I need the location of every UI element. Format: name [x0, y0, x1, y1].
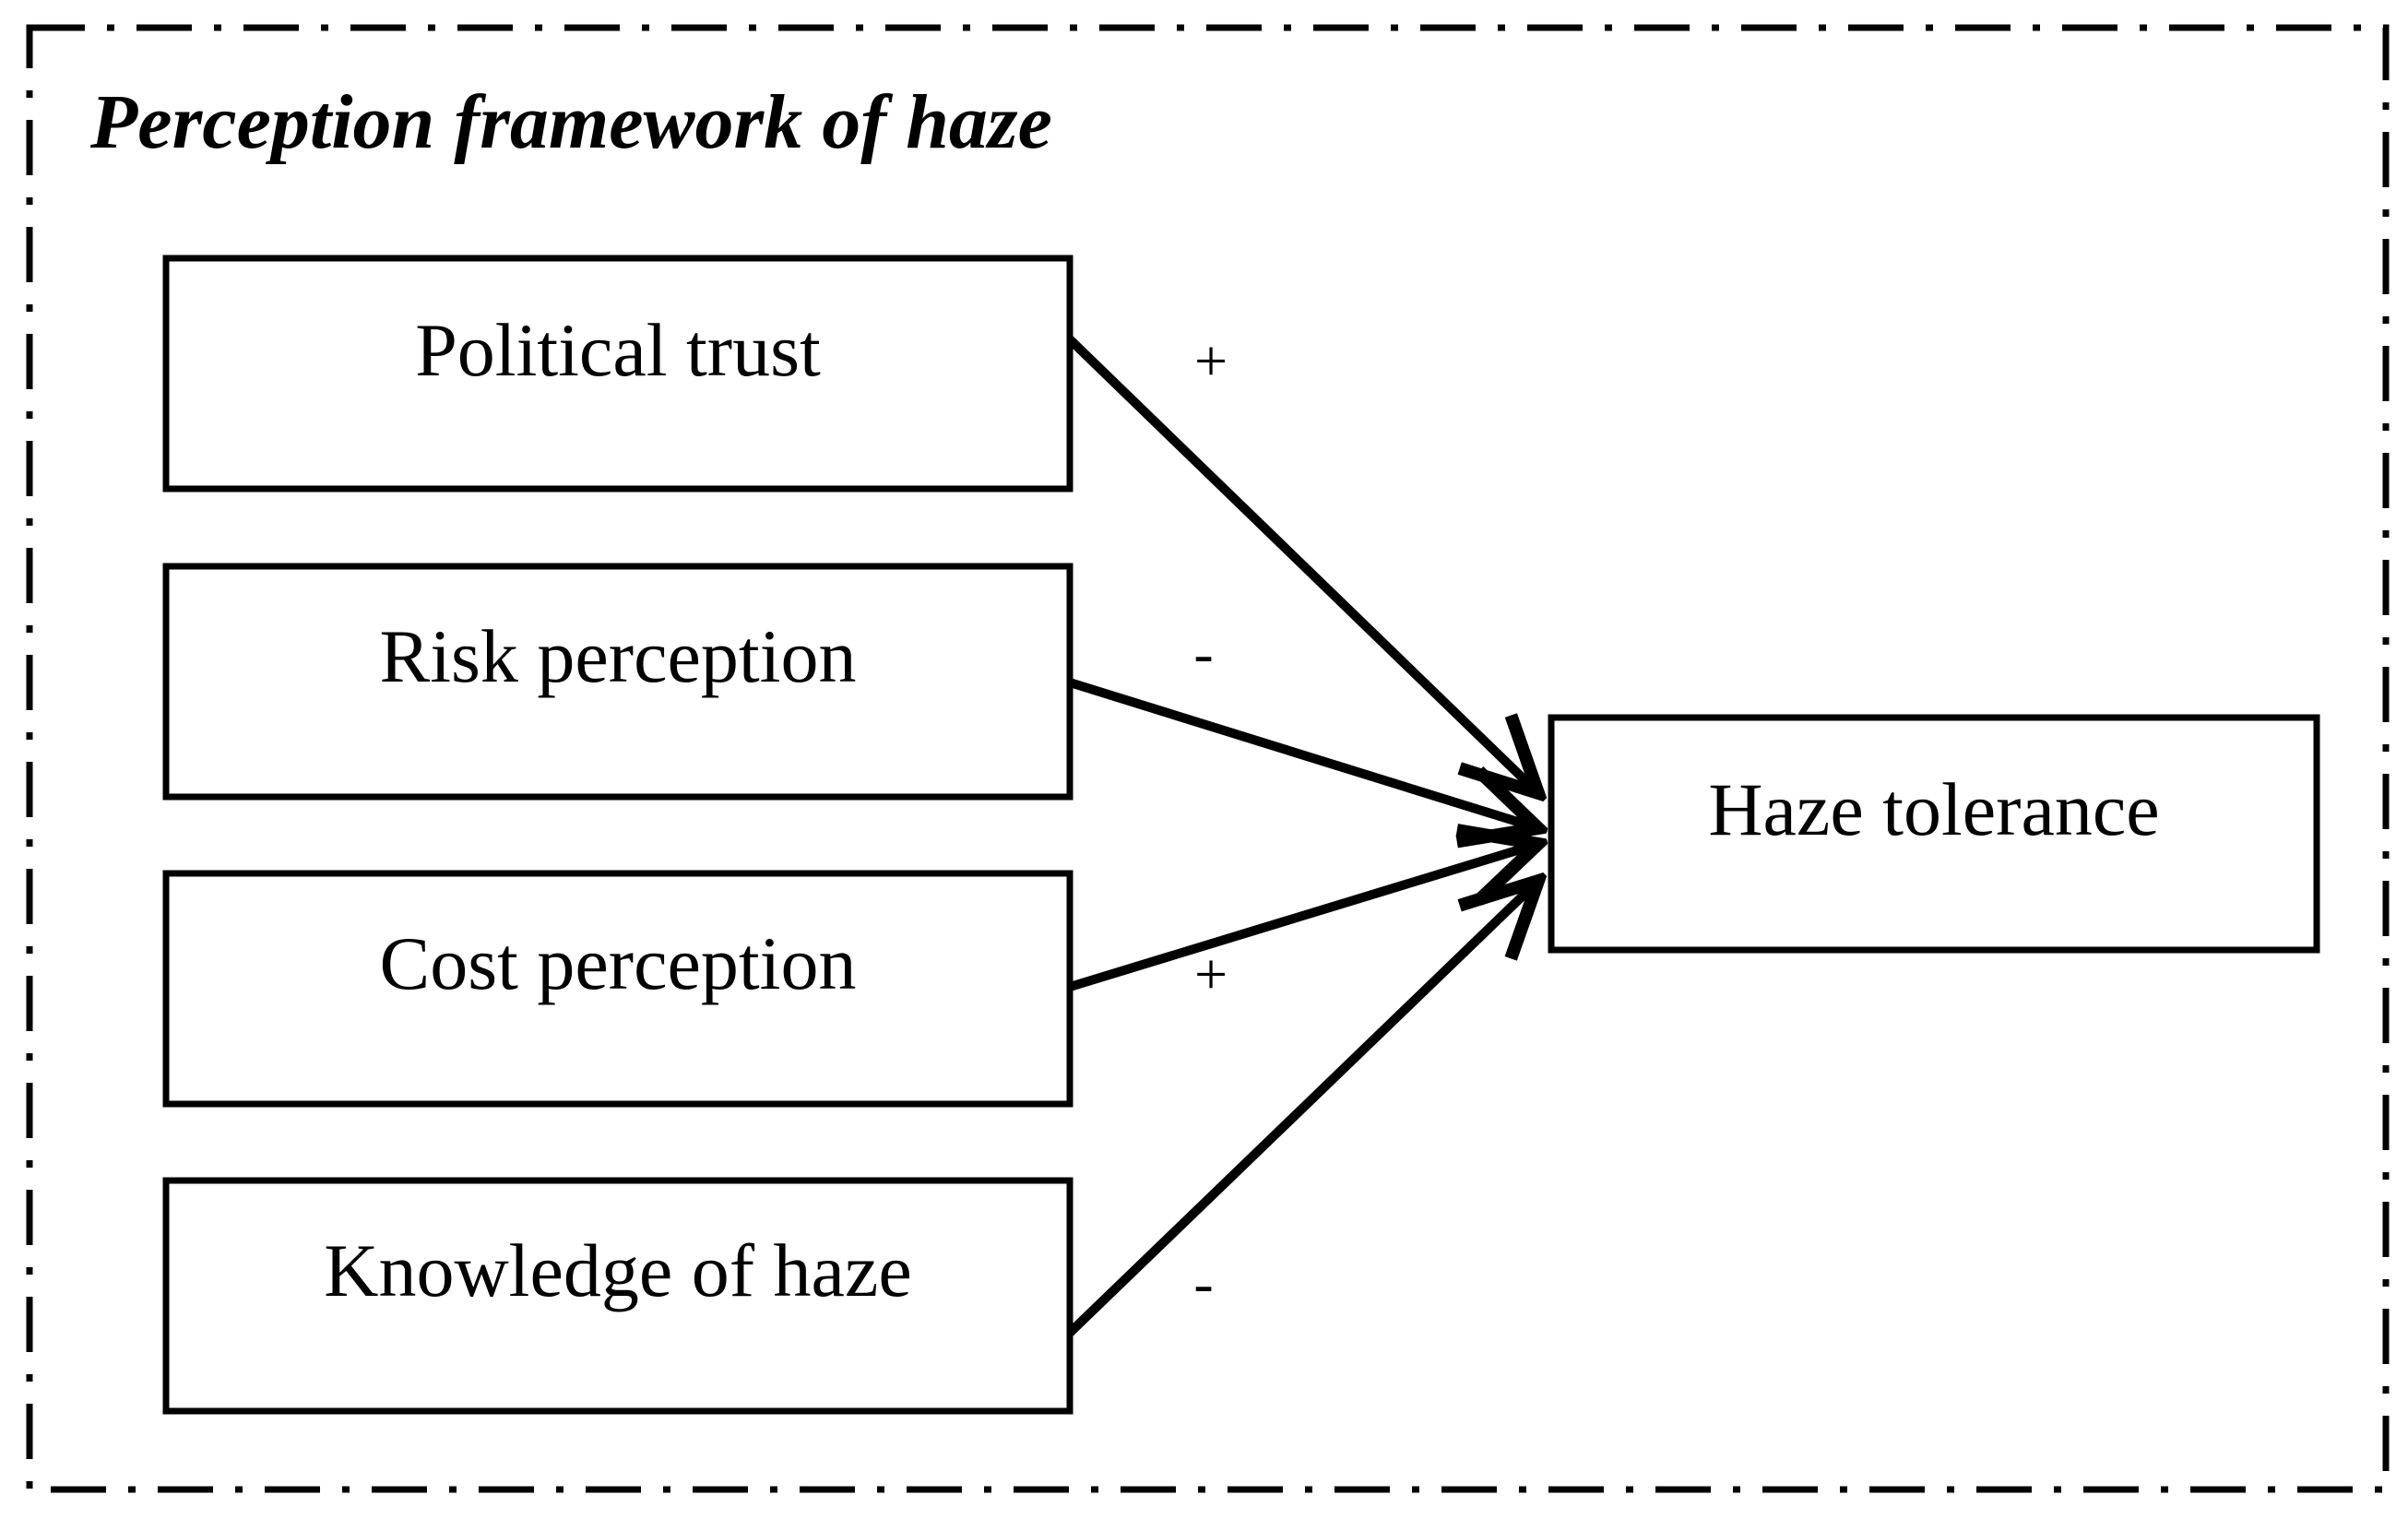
label-political-trust: Political trust — [415, 308, 821, 392]
arrow-political-trust — [1066, 336, 1538, 793]
arrow-cost-perception — [1068, 844, 1538, 991]
label-risk-perception: Risk perception — [380, 614, 857, 698]
sign-knowledge-of-haze: - — [1193, 1251, 1213, 1316]
box-risk-perception: Risk perception — [162, 563, 1074, 801]
arrow-knowledge-of-haze — [1066, 881, 1538, 1336]
arrow-risk-perception — [1068, 678, 1538, 828]
box-political-trust: Political trust — [162, 255, 1074, 492]
box-cost-perception: Cost perception — [162, 870, 1074, 1108]
sign-political-trust: + — [1194, 328, 1228, 394]
label-haze-tolerance: Haze tolerance — [1708, 767, 2159, 851]
box-haze-tolerance: Haze tolerance — [1548, 714, 2320, 954]
framework-title: Perception framework of haze — [89, 79, 1052, 165]
label-knowledge-of-haze: Knowledge of haze — [324, 1228, 912, 1312]
label-cost-perception: Cost perception — [380, 921, 857, 1005]
framework-boundary — [26, 24, 2390, 1493]
sign-risk-perception: - — [1193, 621, 1213, 686]
box-knowledge-of-haze: Knowledge of haze — [162, 1177, 1074, 1415]
sign-cost-perception: + — [1194, 942, 1228, 1007]
